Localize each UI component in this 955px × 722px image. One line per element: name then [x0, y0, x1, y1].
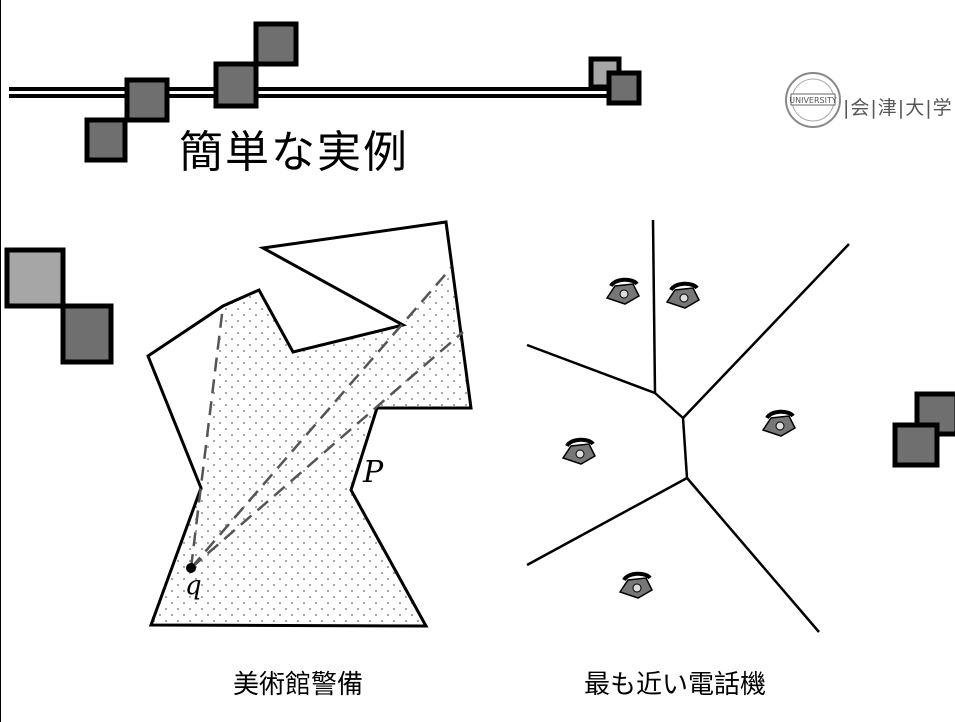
telephone-icon — [665, 281, 700, 309]
university-name: |会|津|大|学| — [843, 97, 955, 119]
art-gallery-figure — [146, 220, 473, 628]
decor-square — [213, 61, 259, 109]
decor-square — [892, 422, 940, 468]
top-rule — [9, 87, 613, 98]
sight-lines — [189, 267, 464, 569]
voronoi-edge — [654, 392, 684, 419]
telephone-icon — [561, 437, 596, 465]
telephones — [561, 277, 796, 599]
university-seal: UNIVERSITY — [785, 72, 841, 128]
voronoi-edge — [686, 477, 820, 633]
decor-square — [84, 117, 128, 163]
left-figure-caption: 美術館警備 — [233, 670, 364, 700]
telephone-icon — [618, 571, 653, 599]
polygon-p — [146, 220, 473, 628]
voronoi-figure — [526, 219, 850, 633]
decor-square — [124, 77, 170, 123]
visibility-region — [151, 270, 471, 626]
svg-text:UNIVERSITY: UNIVERSITY — [789, 96, 837, 105]
decor-squares — [4, 21, 955, 468]
right-figure-caption: 最も近い電話機 — [584, 670, 767, 700]
guard-point-label: q — [185, 571, 202, 601]
telephone-icon — [761, 409, 796, 437]
voronoi-edge — [682, 243, 850, 419]
voronoi-edge — [651, 219, 657, 394]
guard-point — [186, 563, 196, 573]
polygon-label: P — [362, 455, 384, 490]
decor-square — [4, 247, 66, 309]
telephone-icon — [605, 277, 640, 305]
decor-square — [253, 21, 299, 67]
voronoi-edge — [526, 476, 688, 567]
decor-square — [60, 303, 114, 365]
slide-title: 簡単な実例 — [179, 127, 409, 178]
voronoi-edge — [681, 417, 689, 479]
decor-square — [606, 70, 642, 106]
voronoi-edge — [526, 343, 656, 395]
